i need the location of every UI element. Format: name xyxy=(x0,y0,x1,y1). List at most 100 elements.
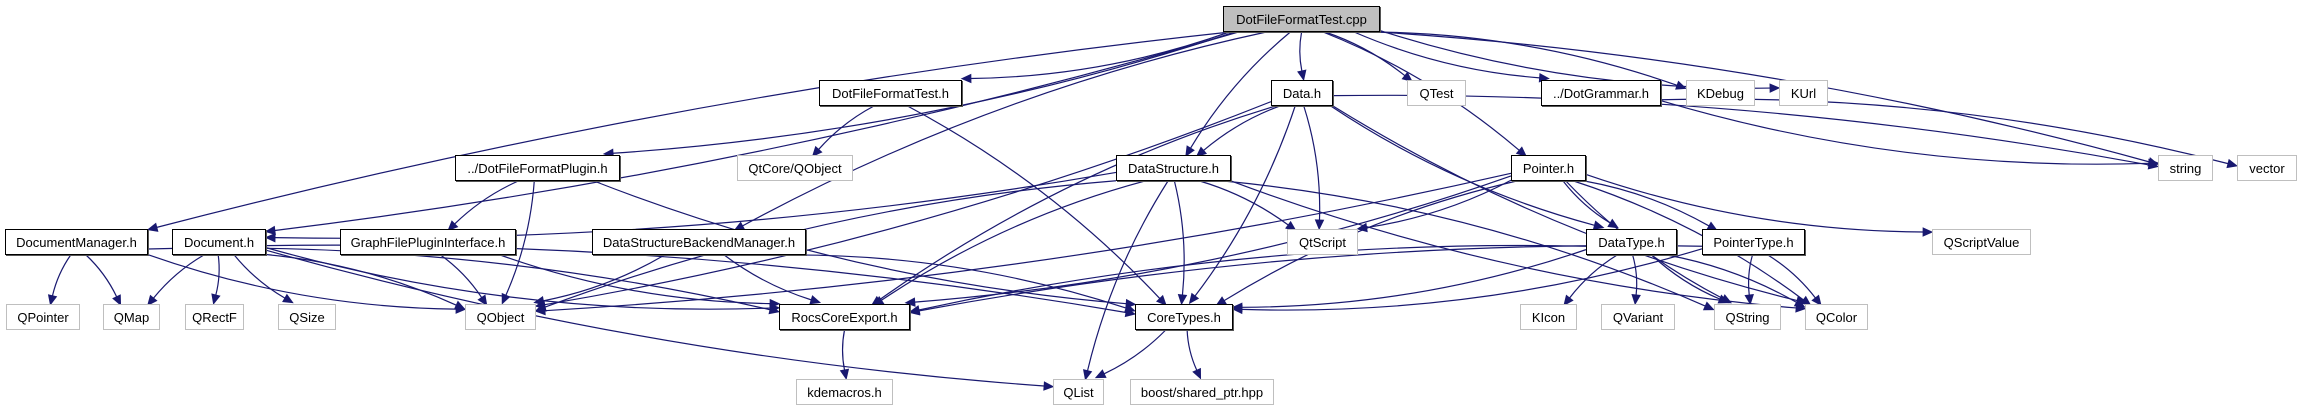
edge-datastructure_h-to-qstring xyxy=(1223,180,1706,307)
arrowhead-icon xyxy=(1094,369,1107,379)
node-label: DotFileFormatTest.cpp xyxy=(1236,11,1367,27)
arrowhead-icon xyxy=(147,294,158,307)
edge-coretypes_h-to-qlist xyxy=(1103,329,1167,375)
node-label: RocsCoreExport.h xyxy=(791,309,898,325)
node-label: CoreTypes.h xyxy=(1147,309,1221,325)
node-label: KUrl xyxy=(1790,85,1817,101)
node-docmanager-h[interactable]: DocumentManager.h xyxy=(5,229,148,255)
node-rocscore-h[interactable]: RocsCoreExport.h xyxy=(779,304,910,330)
node-label: QVariant xyxy=(1612,309,1664,325)
edge-docmanager_h-to-qobject xyxy=(147,254,457,310)
arrowhead-icon xyxy=(1744,293,1754,306)
edge-dfft_h-to-coretypes_h xyxy=(907,105,1161,299)
edge-document_h-to-qrectf xyxy=(215,254,220,296)
node-datastructure-h[interactable]: DataStructure.h xyxy=(1116,155,1231,181)
node-label: KIcon xyxy=(1531,309,1566,325)
node-kurl: KUrl xyxy=(1779,80,1828,106)
node-label: DotFileFormatTest.h xyxy=(831,85,950,101)
edge-dsbackend_h-to-qobject xyxy=(543,254,665,302)
edge-root-to-kdebug xyxy=(1375,31,1678,86)
arrowhead-icon xyxy=(477,294,488,307)
arrowhead-icon xyxy=(1631,294,1641,306)
edge-datastructure_h-to-qcolor xyxy=(1230,180,1797,309)
arrowhead-icon xyxy=(1717,294,1730,304)
node-label: Document.h xyxy=(183,234,255,250)
node-label: DataType.h xyxy=(1598,234,1665,250)
node-qpointer: QPointer xyxy=(6,304,80,330)
node-label: DocumentManager.h xyxy=(16,234,137,250)
arrowhead-icon xyxy=(1769,83,1781,93)
edge-root-to-dsbackend_h xyxy=(742,31,1267,227)
node-vector: vector xyxy=(2237,155,2297,181)
edge-document_h-to-qsize xyxy=(233,254,286,299)
node-qtest: QTest xyxy=(1407,80,1466,106)
arrowhead-icon xyxy=(769,298,781,309)
node-qtscript: QtScript xyxy=(1287,229,1358,255)
edge-coretypes_h-to-boost_shared xyxy=(1186,329,1198,371)
arrowhead-icon xyxy=(908,306,921,316)
node-label: string xyxy=(2169,160,2202,176)
edge-dsbackend_h-to-rocscore_h xyxy=(723,254,812,301)
node-root[interactable]: DotFileFormatTest.cpp xyxy=(1223,6,1380,32)
edge-pointer_h-to-datatype_h xyxy=(1562,180,1611,224)
edge-pointer_h-to-coretypes_h xyxy=(1223,180,1517,302)
edge-datatype_h-to-qstring xyxy=(1651,254,1721,300)
node-pointer-h[interactable]: Pointer.h xyxy=(1511,155,1586,181)
node-graphplugin-h[interactable]: GraphFilePluginInterface.h xyxy=(340,229,516,255)
arrowhead-icon xyxy=(1124,303,1136,313)
arrowhead-icon xyxy=(1177,294,1188,306)
node-qscriptvalue: QScriptValue xyxy=(1932,229,2031,255)
edge-root-to-dotgrammar xyxy=(1353,31,1540,79)
node-qlist: QList xyxy=(1053,379,1104,405)
node-label: ../DotFileFormatPlugin.h xyxy=(467,160,608,176)
node-qobject: QObject xyxy=(465,304,536,330)
node-document-h[interactable]: Document.h xyxy=(172,229,266,255)
edge-pointertype_h-to-qcolor xyxy=(1767,254,1816,299)
node-pointertype-h[interactable]: PointerType.h xyxy=(1702,229,1805,255)
arrowhead-icon xyxy=(264,232,276,243)
node-coretypes-h[interactable]: CoreTypes.h xyxy=(1135,304,1233,330)
edge-docmanager_h-to-qpointer xyxy=(51,254,72,296)
arrowhead-icon xyxy=(1188,292,1200,305)
node-datatype-h[interactable]: DataType.h xyxy=(1586,229,1677,255)
edge-pointer_h-to-pointertype_h xyxy=(1584,180,1710,227)
edge-pointer_h-to-qtscript xyxy=(1366,179,1512,229)
edge-document_h-to-rocscore_h xyxy=(265,247,771,310)
node-dotgrammar[interactable]: ../DotGrammar.h xyxy=(1541,80,1661,106)
edge-dffplugin-to-graphplugin_h xyxy=(454,180,519,225)
node-label: QScriptValue xyxy=(1943,234,2020,250)
node-label: GraphFilePluginInterface.h xyxy=(350,234,506,250)
node-qtcore-qobject: QtCore/QObject xyxy=(737,155,853,181)
arrowhead-icon xyxy=(112,294,122,306)
arrowhead-icon xyxy=(447,220,459,232)
edge-document_h-to-qobject xyxy=(265,253,457,306)
node-dsbackend-h[interactable]: DataStructureBackendManager.h xyxy=(592,229,806,255)
arrowhead-icon xyxy=(1563,294,1574,307)
edge-document_h-to-qmap xyxy=(153,254,205,299)
edge-data_h-to-datatype_h xyxy=(1330,105,1595,226)
node-label: QMap xyxy=(113,309,150,325)
arrowhead-icon xyxy=(534,305,546,316)
edge-datastructure_h-to-qlist xyxy=(1086,180,1169,371)
node-dffplugin[interactable]: ../DotFileFormatPlugin.h xyxy=(455,155,620,181)
edge-datatype_h-to-qvariant xyxy=(1632,254,1638,296)
edge-pointertype_h-to-rocscore_h xyxy=(918,244,1703,312)
edge-datatype_h-to-kicon xyxy=(1569,254,1618,299)
edge-root-to-datastructure_h xyxy=(1190,31,1291,149)
edge-dfft_h-to-qtcore_qobject xyxy=(818,105,875,150)
node-qvariant: QVariant xyxy=(1601,304,1675,330)
node-qmap: QMap xyxy=(103,304,160,330)
edge-pointertype_h-to-qstring xyxy=(1747,254,1754,296)
edge-document_h-to-qlist xyxy=(265,249,1045,387)
node-data-h[interactable]: Data.h xyxy=(1271,80,1333,106)
edge-pointer_h-to-qobject xyxy=(544,172,1512,312)
arrowhead-icon xyxy=(839,368,850,381)
edge-graphplugin_h-to-qobject xyxy=(440,254,483,298)
node-label: DataStructure.h xyxy=(1127,160,1220,176)
node-dfft-h[interactable]: DotFileFormatTest.h xyxy=(819,80,962,106)
edge-root-to-string xyxy=(1378,31,2150,163)
edge-data_h-to-datastructure_h xyxy=(1203,105,1280,151)
node-label: QRectF xyxy=(192,309,237,325)
